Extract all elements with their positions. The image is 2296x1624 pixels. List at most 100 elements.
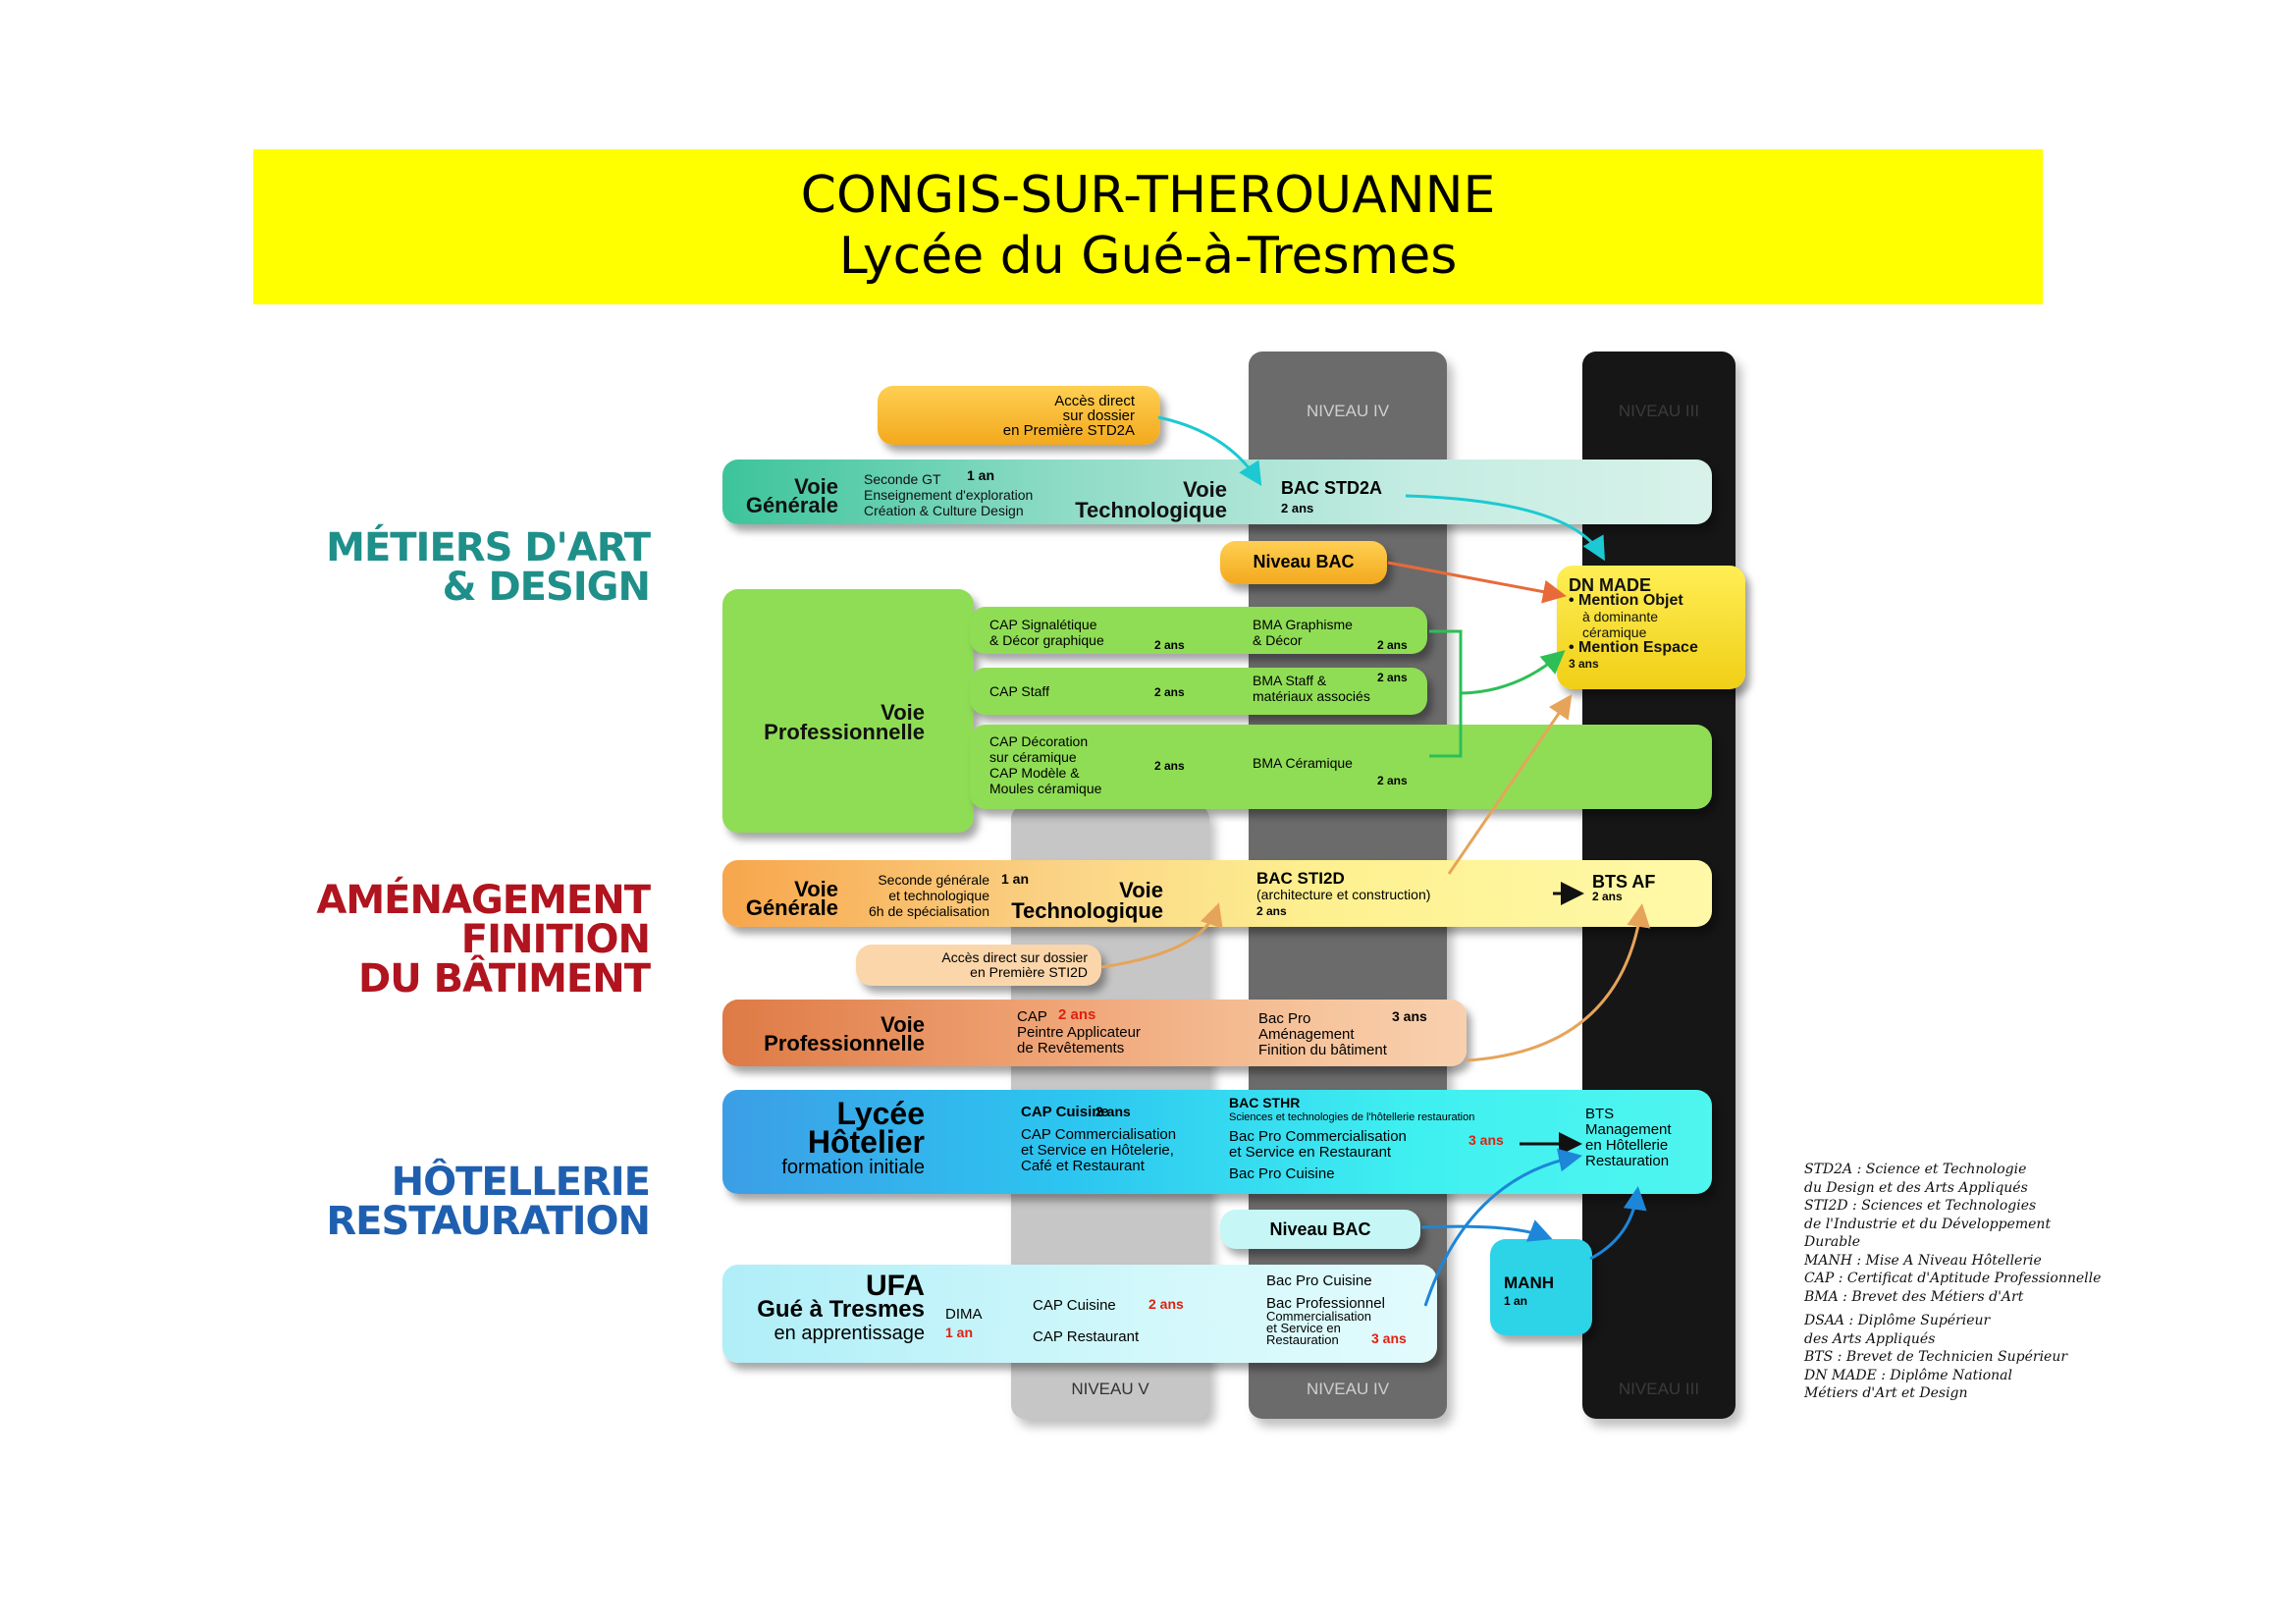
arrow-manh-to-bts	[1589, 1186, 1647, 1261]
bts-af-text: BTS AF 2 ans	[1592, 872, 1656, 904]
hot-bac_pro-1-text: et Service en Restaurant	[1229, 1144, 1392, 1161]
art-cap3-0-text: CAP Décoration	[989, 733, 1089, 749]
dn-made-text: DN MADE • Mention Objet à dominante céra…	[1569, 575, 1698, 672]
bat-voie_techno-1-text: Technologique	[1011, 898, 1163, 923]
arrow-acces-to-std2a	[1157, 415, 1262, 487]
hot-manh-0-text: MANH	[1504, 1273, 1554, 1292]
art-bma3-text: BMA Céramique	[1253, 755, 1353, 771]
art-cap3-1-text: sur céramique	[989, 749, 1077, 765]
bat-cap-1-text: Peintre Applicateur	[1017, 1024, 1141, 1041]
art-bma2-0-text: BMA Staff &	[1253, 673, 1327, 688]
bat-voie_generale-1-text: Générale	[745, 895, 838, 920]
arrow-bma-to-dnmade	[1460, 650, 1566, 695]
ufa-bac-text: Bac Pro Cuisine Bac Professionnel Commer…	[1266, 1273, 1385, 1346]
art-dn_made-5-text: 3 ans	[1569, 657, 1599, 671]
hot-niveau-bac-label: Niveau BAC	[1269, 1219, 1371, 1239]
art-seconde-duree: 1 an	[967, 467, 995, 483]
bat-bts_af-0-text: BTS AF	[1592, 872, 1656, 892]
art-voie_techno-0-text: Voie	[1183, 477, 1227, 502]
legend-0-text: STD2A : Science et Technologie	[1804, 1162, 2027, 1177]
legend-6-text: CAP : Certificat d'Aptitude Professionne…	[1804, 1271, 2102, 1286]
banner-school: Lycée du Gué-à-Tresmes	[838, 227, 1458, 286]
bat-voie_pro-0-text: Voie	[881, 1012, 925, 1037]
arrow-acces-to-sti2d	[1100, 902, 1223, 969]
hot-ufa_bac-4-text: Restauration	[1266, 1332, 1339, 1347]
hot-ufa-0-text: UFA	[866, 1270, 925, 1302]
section-metiers-art-design: MÉTIERS D'ART & DESIGN	[245, 525, 651, 607]
art-voie_pro-0-text: Voie	[881, 700, 925, 725]
niveau-iii-top-label: NIVEAU III	[1618, 402, 1700, 420]
manh-text: MANH 1 an	[1504, 1274, 1554, 1310]
hot-lycee-bar	[722, 1090, 1712, 1194]
bma-bracket	[1429, 629, 1463, 758]
legend-4-text: Durable	[1804, 1234, 1861, 1250]
sections-bat-l2-text: FINITION	[460, 917, 651, 962]
art-cap1-duree: 2 ans	[1154, 638, 1185, 652]
art-dn_made-4-text: • Mention Espace	[1569, 639, 1698, 656]
hot-lycee-0-text: Lycée	[836, 1096, 925, 1131]
art-voie_pro-1-text: Professionnelle	[764, 720, 925, 744]
art-cap3-2-text: CAP Modèle &	[989, 765, 1080, 781]
art-dn_made-0-text: DN MADE	[1569, 575, 1651, 595]
hot-bts-1-text: Management	[1585, 1121, 1672, 1138]
hot-dima-1-text: 1 an	[945, 1325, 974, 1340]
section-hotellerie-restauration: HÔTELLERIE RESTAURATION	[245, 1163, 651, 1241]
art-bma2-duree: 2 ans	[1377, 671, 1408, 684]
hot-ufa_bac-0-text: Bac Pro Cuisine	[1266, 1272, 1372, 1289]
legend-3-text: de l'Industrie et du Développement	[1804, 1216, 2052, 1232]
art-voie_generale-0-text: Voie	[794, 474, 838, 499]
art-seconde-2-text: Création & Culture Design	[864, 503, 1024, 518]
art-cap3-duree: 2 ans	[1154, 759, 1185, 773]
hot-lycee-label: Lycée Hôtelier formation initiale	[726, 1096, 925, 1178]
art-bma1-1-text: & Décor	[1253, 632, 1303, 648]
hot-cap_comm-1-text: et Service en Hôtelerie,	[1021, 1142, 1174, 1159]
ufa-bar	[722, 1265, 1437, 1363]
art-bma3-duree: 2 ans	[1377, 774, 1408, 787]
arrow-sti2d-to-dnmade	[1447, 694, 1573, 875]
sections-bat-l1-text: AMÉNAGEMENT	[316, 878, 651, 923]
bat-cap-0-text: CAP	[1017, 1008, 1047, 1025]
sections-art-l1-text: MÉTIERS D'ART	[326, 525, 651, 570]
art-cap2-bar	[970, 668, 1427, 715]
bat-voie_generale-0-text: Voie	[794, 877, 838, 901]
art-cap3-bar	[970, 725, 1712, 809]
art-voie-pro-block	[722, 589, 974, 833]
arrow-std2a-to-dnmade	[1405, 494, 1605, 562]
art-voie_techno-1-text: Technologique	[1075, 498, 1227, 522]
art-dn_made-1-text: • Mention Objet	[1569, 592, 1683, 609]
bat-bac_sti2d-1-text: (architecture et construction)	[1256, 887, 1431, 902]
art-voie-generale-bar	[722, 460, 1712, 524]
hot-lycee-1-text: Hôtelier	[807, 1124, 925, 1160]
legend-2-text: STI2D : Sciences et Technologies	[1804, 1198, 2037, 1214]
art-bma1-duree: 2 ans	[1377, 638, 1408, 652]
hot-lycee-2-text: formation initiale	[781, 1157, 925, 1178]
abbreviation-legend: STD2A : Science et Technologie du Design…	[1804, 1161, 2101, 1403]
bat-voie_pro-1-text: Professionnelle	[764, 1031, 925, 1056]
bat-voie_techno-0-text: Voie	[1119, 878, 1163, 902]
hot-bts-0-text: BTS	[1585, 1106, 1615, 1122]
art-cap1-text: CAP Signalétique& Décor graphique	[989, 617, 1104, 648]
niveau-v-bottom-label: NIVEAU V	[1071, 1380, 1149, 1398]
art-cap1-0-text: CAP Signalétique	[989, 617, 1097, 632]
art-cap2-text: CAP Staff	[989, 683, 1049, 699]
bat-acces-1-text: en Première STI2D	[970, 964, 1088, 980]
art-acces-direct-box	[878, 386, 1160, 445]
sections-bat-l3-text: DU BÂTIMENT	[357, 956, 651, 1001]
legend-11-text: DN MADE : Diplôme National	[1804, 1367, 2012, 1383]
bat-bac-pro-duree: 3 ans	[1392, 1008, 1427, 1024]
hot-ufa_cap-0-text: CAP Cuisine	[1033, 1297, 1116, 1314]
section-amenagement-batiment: AMÉNAGEMENT FINITION DU BÂTIMENT	[245, 878, 651, 1001]
bac-std2a-label: BAC STD2A	[1281, 478, 1383, 498]
manh-box	[1490, 1239, 1592, 1335]
hot-bac_pro-0-text: Bac Pro Commercialisation	[1229, 1128, 1407, 1145]
hot-ufa-2-text: en apprentissage	[774, 1323, 925, 1344]
